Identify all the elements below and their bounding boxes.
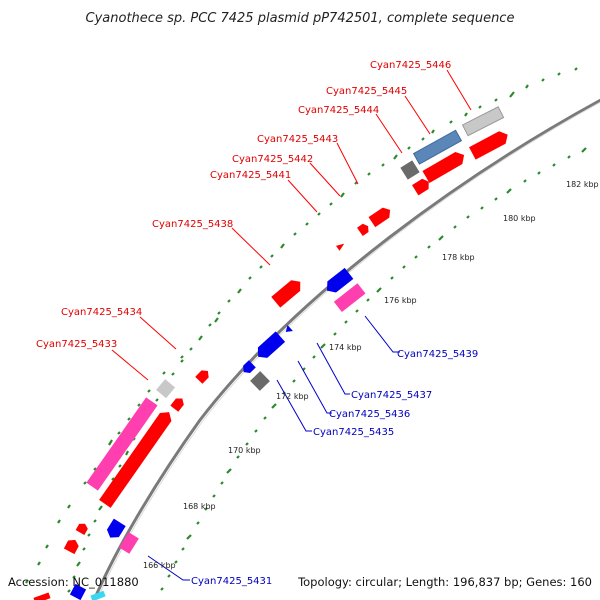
gene-5446-arrow[interactable] xyxy=(469,128,511,160)
kbp-label-166: 166 kbp xyxy=(143,561,176,570)
label-cyan7425-5443[interactable]: Cyan7425_5443 xyxy=(257,134,338,145)
label-cyan7425-5438[interactable]: Cyan7425_5438 xyxy=(152,219,233,230)
label-cyan7425-5444[interactable]: Cyan7425_5444 xyxy=(298,105,379,116)
reverse-gene-labels: Cyan7425_5439 Cyan7425_5437 Cyan7425_543… xyxy=(191,349,478,587)
kbp-label-168: 168 kbp xyxy=(183,502,216,511)
kbp-label-170: 170 kbp xyxy=(228,446,261,455)
gene-5431-blue[interactable] xyxy=(104,518,126,542)
label-cyan7425-5437[interactable]: Cyan7425_5437 xyxy=(351,390,432,401)
label-cyan7425-5431[interactable]: Cyan7425_5431 xyxy=(191,576,272,587)
reverse-strand-genes xyxy=(69,267,366,600)
gene-5442-arrow[interactable] xyxy=(357,222,371,236)
gene-5431-pink[interactable] xyxy=(119,532,139,554)
gene-edge-blue[interactable] xyxy=(69,583,87,600)
forward-strand-genes xyxy=(33,106,511,600)
label-cyan7425-5434[interactable]: Cyan7425_5434 xyxy=(61,307,142,318)
label-cyan7425-5441[interactable]: Cyan7425_5441 xyxy=(210,170,291,181)
gene-5445-steel[interactable] xyxy=(412,129,463,165)
inner-tick-ring xyxy=(160,147,587,591)
forward-gene-labels: Cyan7425_5446 Cyan7425_5445 Cyan7425_544… xyxy=(36,60,451,350)
kbp-labels: 166 kbp 168 kbp 170 kbp 172 kbp 174 kbp … xyxy=(143,180,599,570)
label-cyan7425-5436[interactable]: Cyan7425_5436 xyxy=(329,409,410,420)
gene-5446-grey[interactable] xyxy=(461,106,505,137)
gene-5437b-blue[interactable] xyxy=(283,325,293,335)
gene-edge-cyan[interactable] xyxy=(90,590,106,600)
label-cyan7425-5442[interactable]: Cyan7425_5442 xyxy=(232,154,313,165)
kbp-label-174: 174 kbp xyxy=(329,343,362,352)
gene-5432-arrow[interactable] xyxy=(75,521,90,535)
gene-5437-blue[interactable] xyxy=(253,331,286,361)
gene-5444-arrow[interactable] xyxy=(412,177,432,196)
label-cyan7425-5446[interactable]: Cyan7425_5446 xyxy=(370,60,451,71)
topology-stats-text: Topology: circular; Length: 196,837 bp; … xyxy=(297,575,592,589)
label-cyan7425-5445[interactable]: Cyan7425_5445 xyxy=(326,86,407,97)
gene-5439-pink[interactable] xyxy=(333,283,366,312)
gene-5433-pink[interactable] xyxy=(86,397,158,491)
map-title: Cyanothece sp. PCC 7425 plasmid pP742501… xyxy=(86,11,515,26)
gene-5433b-arrow[interactable] xyxy=(170,395,186,412)
gene-edge-red[interactable] xyxy=(33,592,51,600)
gene-5432b-arrow[interactable] xyxy=(63,537,81,555)
gene-5435-gray[interactable] xyxy=(250,371,270,391)
gene-5436-blue[interactable] xyxy=(240,360,256,376)
gene-5443-arrow[interactable] xyxy=(368,205,394,228)
kbp-label-178: 178 kbp xyxy=(442,253,475,262)
gene-5433-grey[interactable] xyxy=(156,379,176,399)
gene-5444-gray[interactable] xyxy=(400,160,420,180)
gene-5438-arrow[interactable] xyxy=(271,276,305,308)
gene-5434-arrow[interactable] xyxy=(195,367,211,384)
label-cyan7425-5435[interactable]: Cyan7425_5435 xyxy=(313,427,394,438)
kbp-label-176: 176 kbp xyxy=(384,296,417,305)
gene-5439-blue[interactable] xyxy=(323,267,354,296)
label-cyan7425-5433[interactable]: Cyan7425_5433 xyxy=(36,339,117,350)
kbp-label-182: 182 kbp xyxy=(566,180,599,189)
kbp-label-172: 172 kbp xyxy=(276,392,309,401)
kbp-label-180: 180 kbp xyxy=(503,214,536,223)
gene-5445-arrow[interactable] xyxy=(422,149,467,184)
gene-5433-arrow[interactable] xyxy=(99,408,175,508)
reverse-callout-lines xyxy=(147,315,400,581)
gene-5441-arrow[interactable] xyxy=(336,241,346,251)
forward-callout-lines xyxy=(111,69,472,381)
label-cyan7425-5439[interactable]: Cyan7425_5439 xyxy=(397,349,478,360)
accession-text: Accession: NC_011880 xyxy=(8,575,139,589)
